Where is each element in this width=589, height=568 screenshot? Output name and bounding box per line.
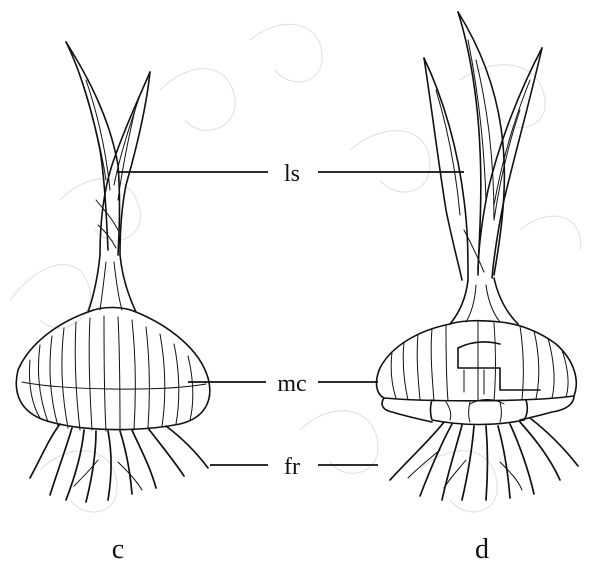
fibrous-roots-d — [390, 418, 578, 500]
fibrous-roots-c — [30, 424, 208, 502]
mother-clove-d — [377, 321, 577, 401]
label-mother-clove: mc — [277, 371, 306, 397]
leaf-sheath-c — [66, 42, 150, 255]
garlic-plant-d — [377, 12, 578, 500]
mother-clove-c — [16, 308, 210, 432]
leaf-sheath-d — [424, 12, 542, 280]
label-fibrous-roots: fr — [284, 454, 300, 480]
leader-lines — [117, 172, 464, 465]
label-leaf-sheath: ls — [284, 161, 300, 187]
caption-panel-d: d — [475, 534, 489, 565]
garlic-plant-c — [16, 42, 210, 502]
caption-panel-c: c — [112, 534, 124, 565]
